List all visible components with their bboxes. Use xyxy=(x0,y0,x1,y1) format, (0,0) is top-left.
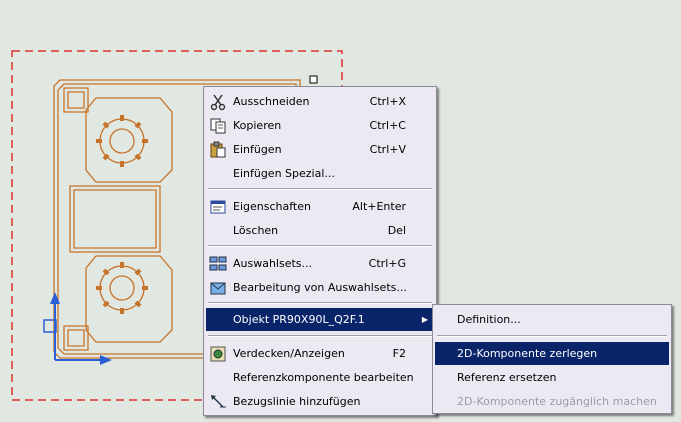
submenu-item-definition[interactable]: Definition... xyxy=(435,308,669,331)
menu-item-label: Referenz ersetzen xyxy=(457,371,557,384)
paste-icon xyxy=(209,141,227,159)
menu-item-selection-sets[interactable]: Auswahlsets... Ctrl+G xyxy=(206,252,434,275)
menu-item-shortcut: Alt+Enter xyxy=(352,200,406,213)
menu-item-shortcut: Ctrl+G xyxy=(368,257,406,270)
menu-item-edit-selection-sets[interactable]: Bearbeitung von Auswahlsets... xyxy=(206,276,434,299)
add-leader-icon xyxy=(209,393,227,411)
menu-item-edit-reference[interactable]: Referenzkomponente bearbeiten xyxy=(206,366,434,389)
object-submenu: Definition... 2D-Komponente zerlegen Ref… xyxy=(432,304,672,414)
copy-icon xyxy=(209,117,227,135)
submenu-item-replace-reference[interactable]: Referenz ersetzen xyxy=(435,366,669,389)
submenu-item-make-2d-component-accessible: 2D-Komponente zugänglich machen xyxy=(435,390,669,413)
properties-icon xyxy=(209,198,227,216)
menu-item-cut[interactable]: Ausschneiden Ctrl+X xyxy=(206,90,434,113)
menu-item-properties[interactable]: Eigenschaften Alt+Enter xyxy=(206,195,434,218)
menu-item-paste[interactable]: Einfügen Ctrl+V xyxy=(206,138,434,161)
selection-sets-icon xyxy=(209,255,227,273)
menu-separator xyxy=(208,245,432,247)
menu-item-label: Löschen xyxy=(233,224,279,237)
menu-separator xyxy=(208,302,432,304)
menu-item-shortcut: Ctrl+C xyxy=(369,119,406,132)
selection-frame xyxy=(11,50,343,401)
menu-item-label: Bezugslinie hinzufügen xyxy=(233,395,361,408)
menu-separator xyxy=(437,335,667,337)
menu-item-label: Referenzkomponente bearbeiten xyxy=(233,371,414,384)
hide-show-icon xyxy=(209,345,227,363)
menu-item-label: 2D-Komponente zerlegen xyxy=(457,347,598,360)
menu-item-label: Einfügen xyxy=(233,143,282,156)
menu-item-label: Bearbeitung von Auswahlsets... xyxy=(233,281,407,294)
menu-item-object[interactable]: Objekt PR90X90L_Q2F.1 ▶ xyxy=(206,308,434,331)
edit-selection-sets-icon xyxy=(209,279,227,297)
scissors-icon xyxy=(209,93,227,111)
menu-item-label: Objekt PR90X90L_Q2F.1 xyxy=(233,313,365,326)
submenu-arrow-icon: ▶ xyxy=(421,315,428,324)
menu-item-label: 2D-Komponente zugänglich machen xyxy=(457,395,657,408)
submenu-item-explode-2d-component[interactable]: 2D-Komponente zerlegen xyxy=(435,342,669,365)
selection-handle[interactable] xyxy=(309,75,318,84)
axis-icon xyxy=(43,292,112,365)
menu-item-shortcut: Del xyxy=(387,224,406,237)
profile-outline[interactable] xyxy=(53,79,301,359)
menu-separator xyxy=(208,188,432,190)
menu-item-label: Auswahlsets... xyxy=(233,257,313,270)
menu-item-label: Definition... xyxy=(457,313,521,326)
menu-item-label: Kopieren xyxy=(233,119,282,132)
profile-core-bottom xyxy=(96,262,148,314)
profile-core-top xyxy=(96,115,148,167)
menu-item-delete[interactable]: Löschen Del xyxy=(206,219,434,242)
menu-item-hide-show[interactable]: Verdecken/Anzeigen F2 xyxy=(206,342,434,365)
menu-item-label: Verdecken/Anzeigen xyxy=(233,347,345,360)
context-menu: Ausschneiden Ctrl+X Kopieren Ctrl+C Einf… xyxy=(203,86,437,416)
menu-item-shortcut: Ctrl+V xyxy=(369,143,406,156)
menu-item-add-leader[interactable]: Bezugslinie hinzufügen xyxy=(206,390,434,413)
menu-separator xyxy=(208,335,432,337)
menu-item-label: Eigenschaften xyxy=(233,200,311,213)
menu-item-label: Ausschneiden xyxy=(233,95,310,108)
menu-item-shortcut: Ctrl+X xyxy=(369,95,406,108)
menu-item-shortcut: F2 xyxy=(392,347,406,360)
menu-item-label: Einfügen Spezial... xyxy=(233,167,335,180)
menu-item-paste-special[interactable]: Einfügen Spezial... xyxy=(206,162,434,185)
menu-item-copy[interactable]: Kopieren Ctrl+C xyxy=(206,114,434,137)
